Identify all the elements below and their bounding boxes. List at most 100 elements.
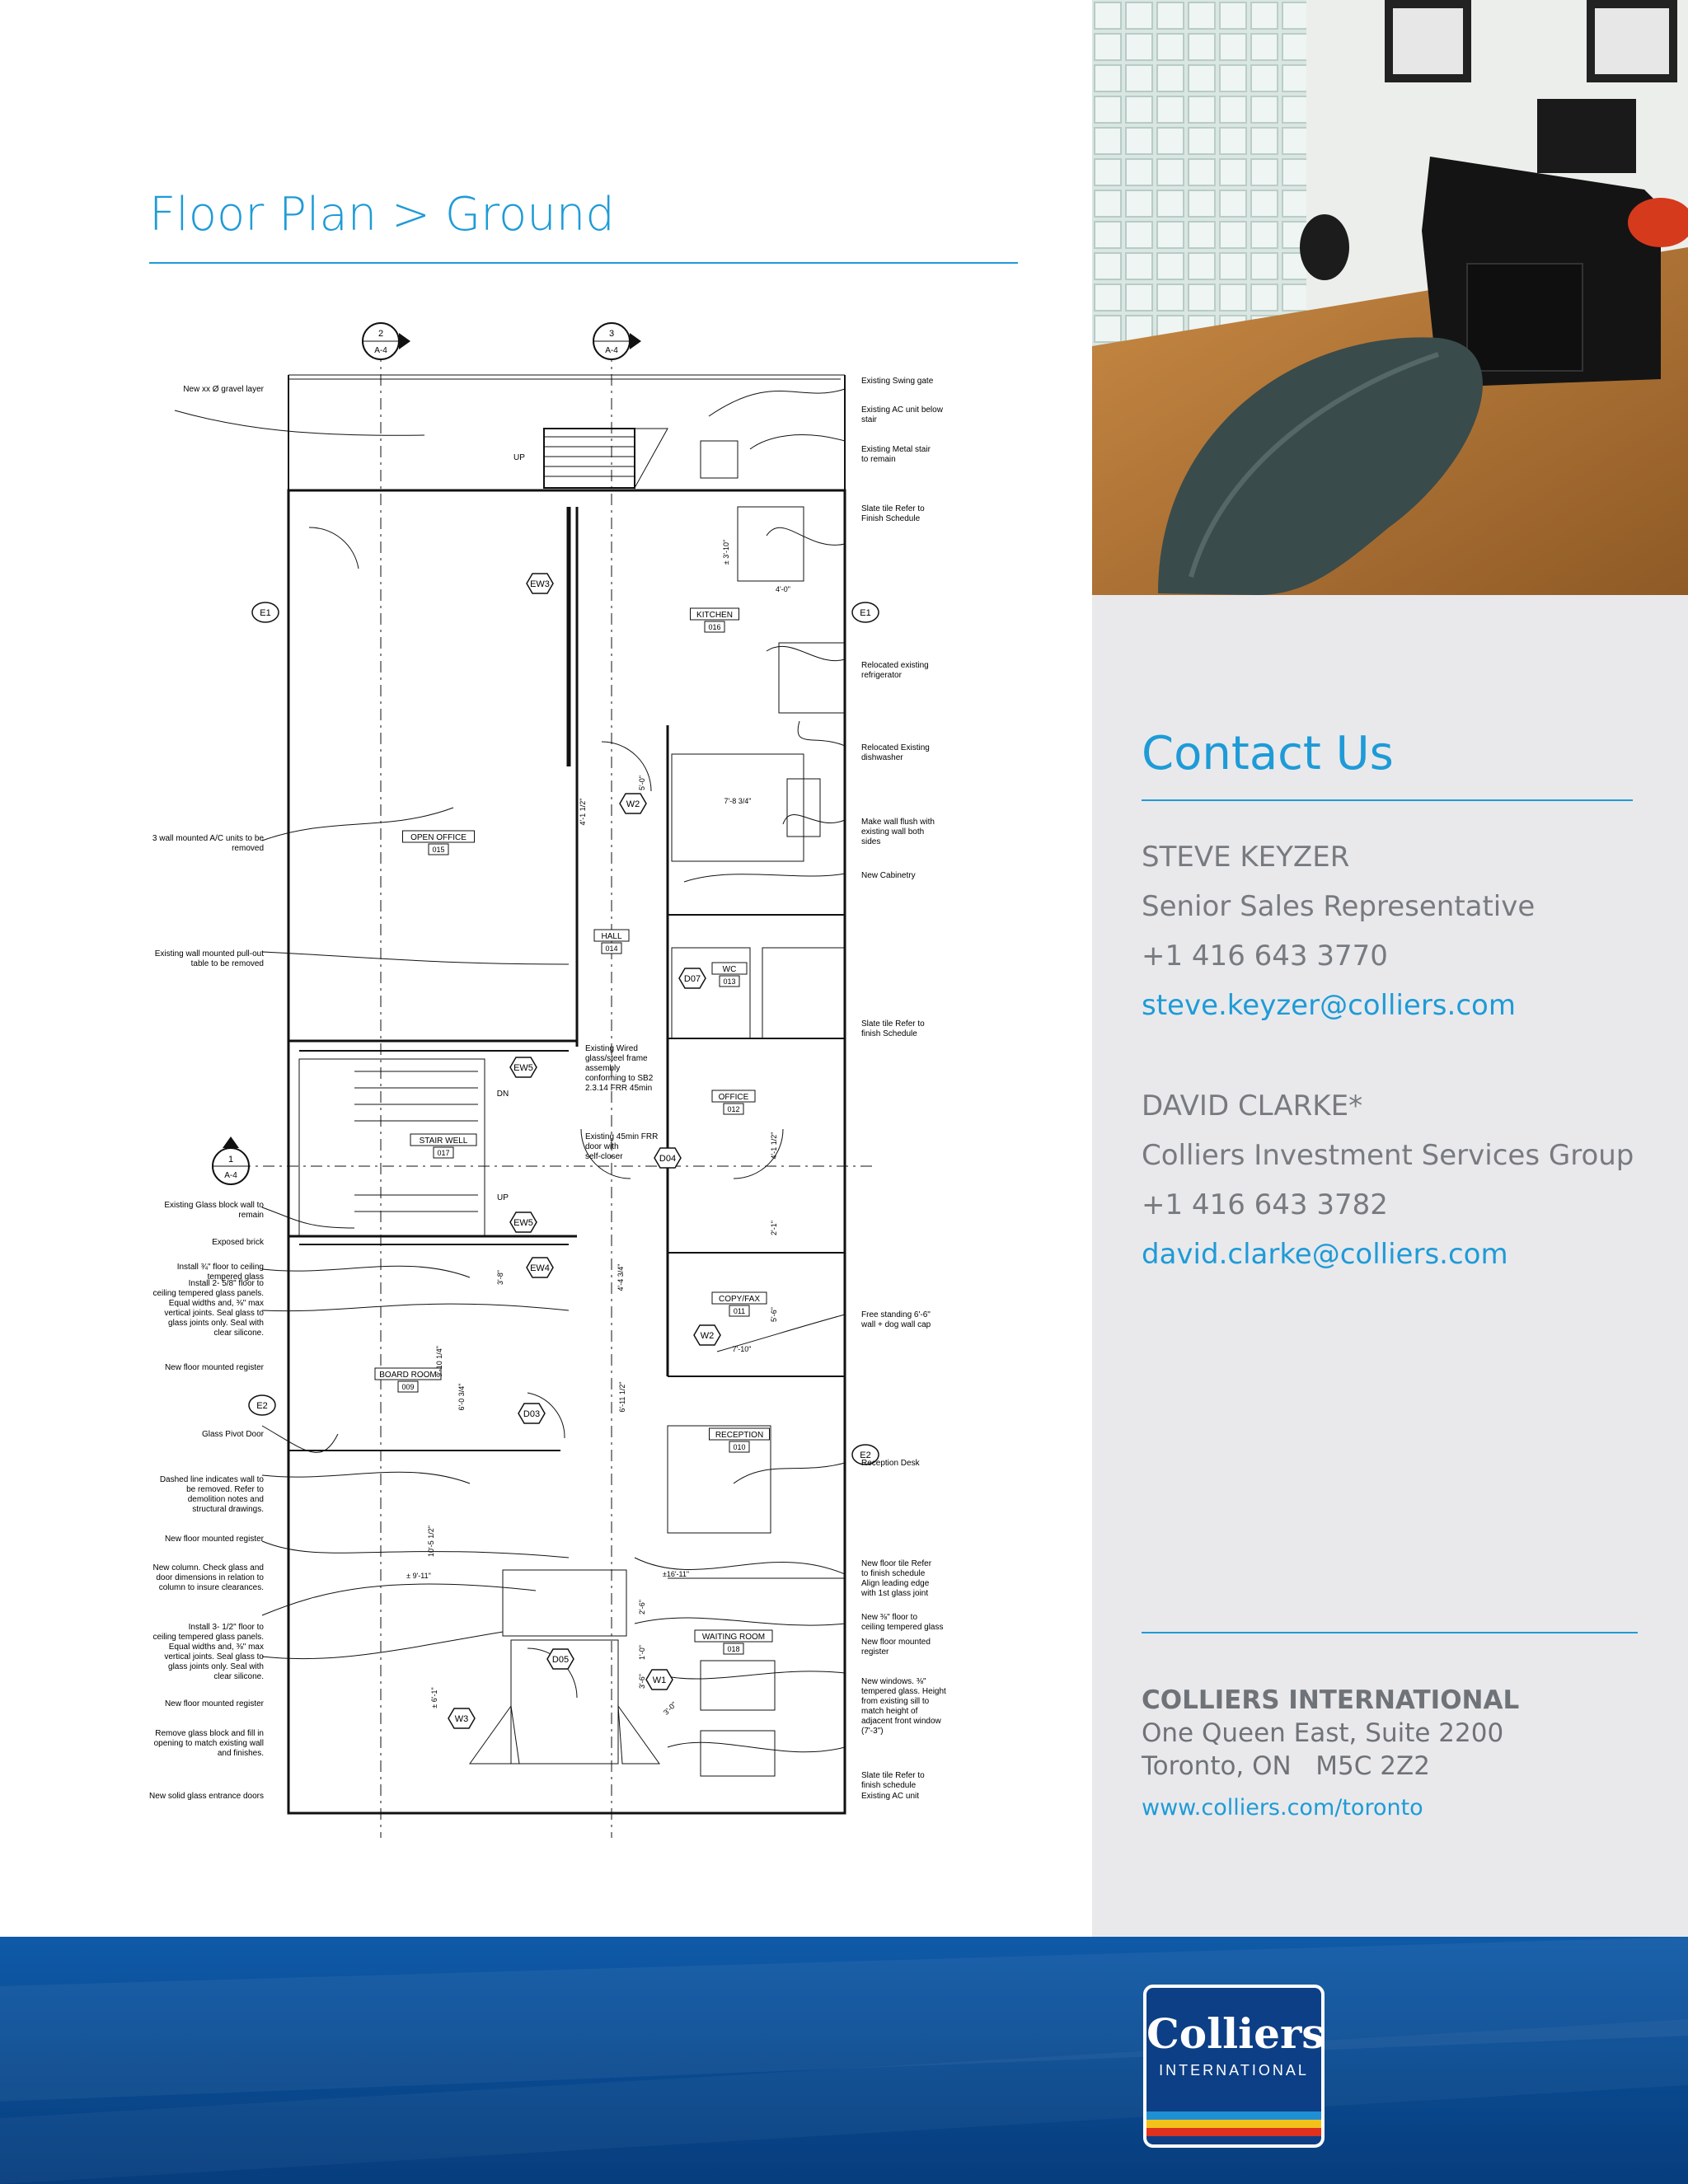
grid-1-sheet: A-4 [224,1171,237,1180]
footer-pattern [0,1937,1688,2184]
room-label: RECEPTION 010 [709,1427,770,1453]
annotation-note: Glass Pivot Door [202,1430,265,1439]
room-number: 016 [708,623,720,631]
room-name: OFFICE [719,1093,749,1102]
plan-tag: EW5 [509,1212,537,1233]
svg-text:E2: E2 [860,1451,870,1460]
room-label: OPEN OFFICE 015 [402,830,475,855]
dimension-label: 2'-1" [770,1221,778,1235]
dimension-label: 7'-10" [733,1345,752,1353]
svg-text:D07: D07 [684,974,701,984]
plan-tag: D03 [518,1403,546,1424]
dimension-label: 4'-4 3/4" [617,1264,625,1291]
room-name: KITCHEN [696,611,733,620]
page-title: Floor Plan > Ground [149,188,615,241]
annotation-note: New floor mounted register [165,1699,265,1708]
contact-email-1[interactable]: steve.keyzer@colliers.com [1142,989,1516,1022]
contact-name-2: DAVID CLARKE* [1142,1090,1363,1122]
contact-divider [1142,799,1633,801]
sidebar: Contact Us STEVE KEYZER Senior Sales Rep… [1092,0,1688,1937]
grid-2-sheet: A-4 [374,346,387,355]
contact-role-1: Senior Sales Representative [1142,890,1536,923]
dimension-label: 3'-8" [496,1270,504,1285]
plan-tag: W2 [693,1324,721,1346]
annotation-note: New solid glass entrance doors [149,1792,264,1801]
logo-wordmark: Colliers [1146,2009,1325,2058]
plan-tag: E1 [251,602,279,623]
annotation-note: Existing AC unit [861,1792,919,1801]
annotation-note: Exposed brick [212,1238,265,1247]
room-name: HALL [601,932,621,941]
stair-direction-label: DN [497,1090,509,1099]
room-number: 012 [727,1105,739,1113]
dimension-label: 7'-8 3/4" [724,797,752,805]
left-column: Floor Plan > Ground [149,188,1018,1838]
contact-title: Contact Us [1142,727,1394,780]
svg-text:W2: W2 [626,799,640,809]
logo-stripe-yellow [1146,2120,1321,2128]
plan-tag: E2 [248,1394,276,1416]
room-name: OPEN OFFICE [410,833,467,842]
room-number: 015 [432,846,444,854]
room-name: COPY/FAX [719,1295,760,1304]
svg-text:EW3: EW3 [530,579,550,589]
stair-direction-label: UP [497,1193,509,1202]
dimension-label: ± 9'-11" [406,1572,431,1580]
svg-text:E1: E1 [860,608,870,618]
dimension-label: 4'-1 1/2" [579,799,587,826]
contact-email-2[interactable]: david.clarke@colliers.com [1142,1238,1508,1271]
annotation-note: Existing Swing gate [861,377,934,386]
company-website-link[interactable]: www.colliers.com/toronto [1142,1795,1423,1821]
svg-text:W1: W1 [653,1675,667,1685]
stair-direction-label: UP [513,453,525,462]
grid-2-label: 2 [378,329,383,339]
colliers-logo: Colliers INTERNATIONAL [1143,1985,1325,2148]
plan-tag: W2 [619,793,647,814]
room-name: WC [723,965,737,974]
svg-text:E2: E2 [256,1401,267,1411]
dimension-label: 10'-5 1/2" [427,1526,435,1557]
annotation-note: Free standing 6'-6"wall + dog wall cap [860,1310,931,1329]
annotation-note: New floor mounted register [165,1535,265,1544]
plan-tag: W3 [448,1708,476,1729]
logo-stripe-red [1146,2128,1321,2136]
plan-tag: E2 [851,1444,879,1465]
contact-phone-1[interactable]: +1 416 643 3770 [1142,940,1388,972]
annotation-note: Reception Desk [861,1459,921,1468]
company-address-line-2: Toronto, ON M5C 2Z2 [1142,1751,1430,1781]
contact-name-1: STEVE KEYZER [1142,841,1350,874]
annotation-note: New Cabinetry [861,871,916,880]
plan-tag: D05 [546,1648,574,1670]
dimension-label: ± 3'-10" [722,540,730,565]
room-number: 017 [437,1149,449,1157]
svg-text:EW5: EW5 [513,1063,533,1073]
room-name: BOARD ROOM [379,1371,436,1380]
svg-text:D04: D04 [659,1154,676,1164]
room-number: 018 [727,1645,739,1653]
svg-text:EW4: EW4 [530,1263,550,1273]
contact-phone-2[interactable]: +1 416 643 3782 [1142,1188,1388,1221]
dimension-label: 4'-0" [776,585,790,593]
grid-3-label: 3 [609,329,614,339]
plan-tag: EW3 [526,573,554,594]
room-label: KITCHEN 016 [690,607,739,633]
room-number: 010 [733,1443,745,1451]
plan-tag: EW4 [526,1257,554,1278]
address-divider [1142,1632,1638,1633]
room-name: RECEPTION [715,1431,763,1440]
